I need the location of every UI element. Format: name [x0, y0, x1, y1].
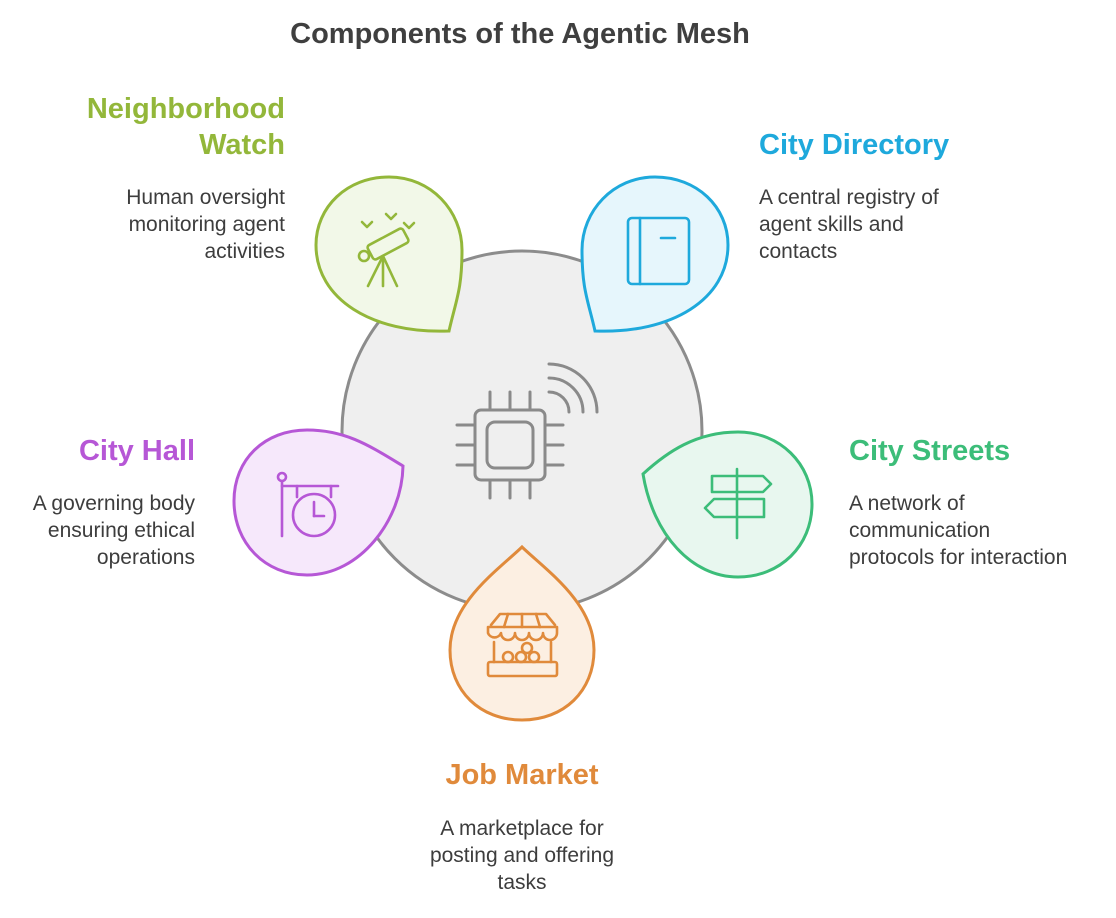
city-directory-description-line: agent skills and: [759, 213, 904, 236]
neighborhood-watch-description: Human oversight monitoring agent activit…: [126, 184, 285, 265]
city-streets-heading: City Streets: [849, 433, 1010, 469]
job-market-description-line: A marketplace for: [440, 817, 604, 840]
city-streets-heading-line: City Streets: [849, 435, 1011, 467]
city-streets-description-line: protocols for interaction: [849, 546, 1068, 569]
neighborhood-watch-description-line: activities: [204, 240, 285, 263]
neighborhood-watch-heading-line: Neighborhood: [86, 93, 285, 125]
job-market-description-line: posting and offering: [429, 844, 615, 867]
city-streets-description: A network of communication protocols for…: [849, 490, 1067, 571]
job-market-heading: Job Market: [362, 757, 682, 793]
city-hall-heading: City Hall: [79, 433, 195, 469]
market-stall-icon: [486, 612, 559, 678]
neighborhood-watch-description-line: Human oversight: [126, 186, 285, 209]
job-market-description-line: tasks: [497, 871, 547, 894]
neighborhood-watch-heading: Neighborhood Watch: [87, 91, 285, 163]
signpost-icon: [703, 467, 773, 540]
city-hall-description-line: ensuring ethical: [47, 519, 195, 542]
wireless-chip-icon: [455, 362, 599, 500]
city-hall-description-line: operations: [96, 546, 195, 569]
city-streets-description-line: A network of: [849, 492, 965, 515]
node-city-directory: [580, 175, 730, 333]
city-directory-heading-line: City Directory: [759, 129, 950, 161]
neighborhood-watch-heading-line: Watch: [199, 129, 285, 161]
node-city-streets: [641, 430, 814, 579]
city-streets-description-line: communication: [849, 519, 991, 542]
city-directory-description: A central registry of agent skills and c…: [759, 184, 939, 265]
job-market-heading-line: Job Market: [445, 759, 599, 791]
city-directory-description-line: contacts: [759, 240, 838, 263]
telescope-icon: [357, 212, 416, 288]
city-directory-description-line: A central registry of: [759, 186, 939, 209]
city-hall-description-line: A governing body: [32, 492, 195, 515]
city-hall-heading-line: City Hall: [78, 435, 195, 467]
book-icon: [626, 216, 691, 286]
neighborhood-watch-description-line: monitoring agent: [128, 213, 285, 236]
diagram-title: Components of the Agentic Mesh: [290, 18, 750, 50]
node-job-market: [448, 544, 596, 722]
job-market-description: A marketplace for posting and offering t…: [362, 815, 682, 896]
hanging-clock-sign-icon: [276, 471, 340, 538]
city-directory-heading: City Directory: [759, 127, 949, 163]
node-neighborhood-watch: [314, 175, 464, 333]
node-city-hall: [232, 428, 405, 577]
city-hall-description: A governing body ensuring ethical operat…: [33, 490, 195, 571]
